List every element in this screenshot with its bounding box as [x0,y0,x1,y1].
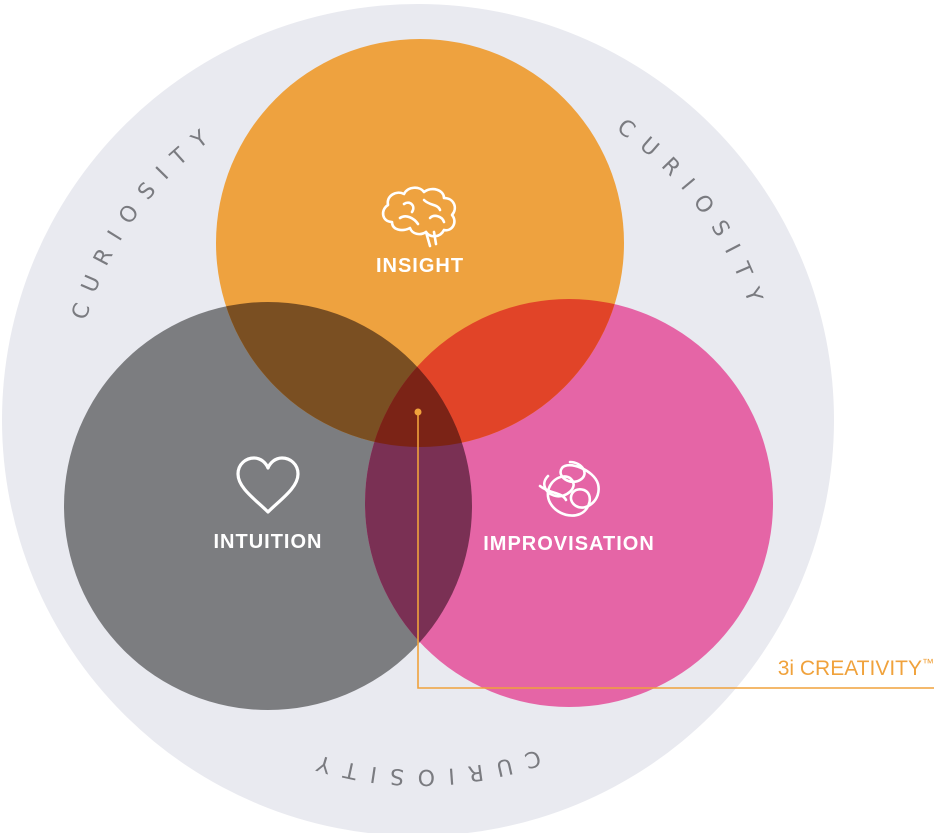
creativity-callout-label: 3i CREATIVITY™ [778,656,934,680]
callout-text: 3i CREATIVITY [778,657,922,680]
insight-label: INSIGHT [376,255,464,277]
overlap-insight-intuition [216,302,472,447]
overlap-insight-improvisation [365,299,624,447]
improvisation-label: IMPROVISATION [483,533,655,555]
heart-icon [236,456,300,514]
scribble-icon [538,460,600,517]
trademark-symbol: ™ [922,656,934,670]
intuition-label: INTUITION [214,531,323,553]
callout-line [417,412,934,689]
brain-icon [381,186,457,248]
